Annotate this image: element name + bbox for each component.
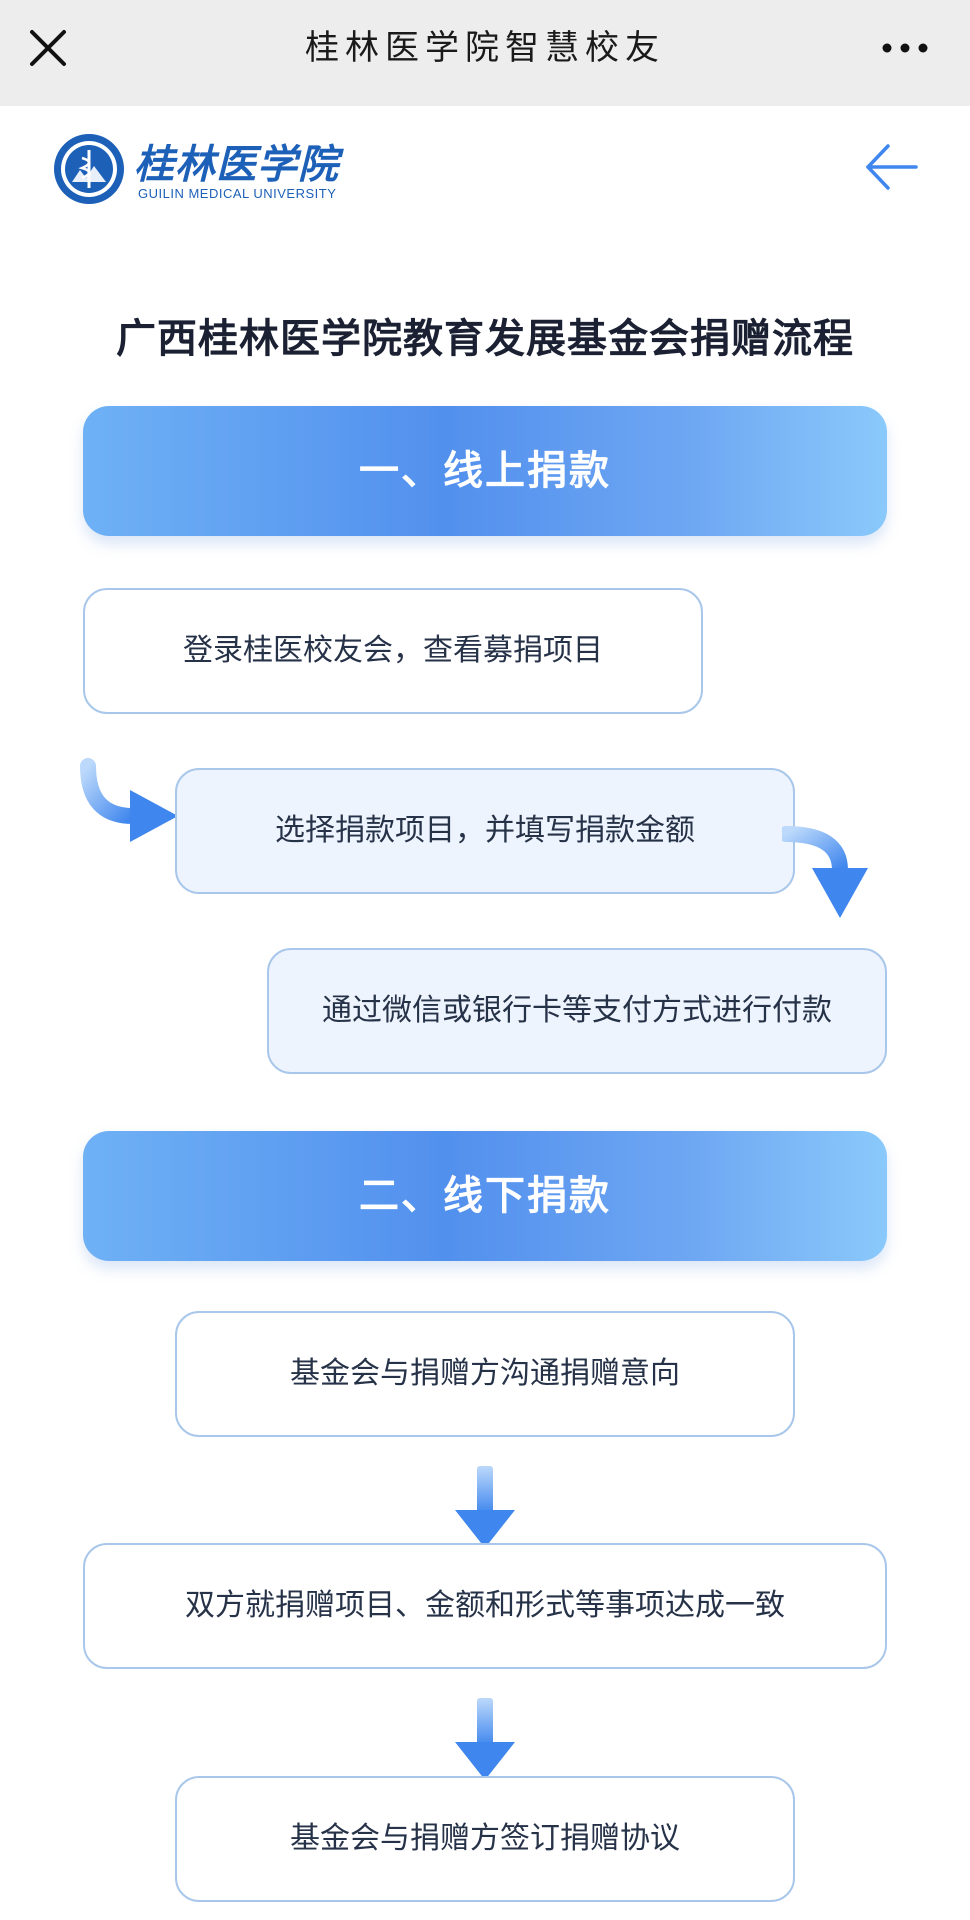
online-step-2: 选择捐款项目，并填写捐款金额: [175, 768, 795, 894]
curved-arrow-right-icon: [80, 758, 178, 842]
window-title: 桂林医学院智慧校友: [305, 28, 665, 68]
close-icon: [30, 30, 66, 66]
more-button[interactable]: [880, 30, 930, 66]
back-button[interactable]: [862, 138, 920, 196]
online-step-1: 登录桂医校友会，查看募捐项目: [83, 588, 703, 714]
logo-chinese-name: 桂林医学院: [134, 141, 339, 188]
curved-arrow-down-icon: [782, 826, 868, 918]
back-arrow-icon: [866, 144, 918, 190]
offline-step-1: 基金会与捐赠方沟通捐赠意向: [175, 1311, 795, 1437]
top-bar: 桂林医学院智慧校友: [0, 0, 970, 106]
university-emblem-icon: [54, 134, 124, 204]
page-title: 广西桂林医学院教育发展基金会捐赠流程: [116, 316, 854, 362]
online-step-3: 通过微信或银行卡等支付方式进行付款: [267, 948, 887, 1074]
more-dots-icon: [882, 43, 928, 53]
offline-step-3: 基金会与捐赠方签订捐赠协议: [175, 1776, 795, 1902]
page-content: 桂林医学院 GUILIN MEDICAL UNIVERSITY 广西桂林医学院教…: [0, 106, 970, 1920]
arrow-down-icon: [455, 1466, 515, 1548]
section-header-offline: 二、线下捐款: [83, 1131, 887, 1261]
arrow-down-icon: [455, 1698, 515, 1780]
offline-step-2: 双方就捐赠项目、金额和形式等事项达成一致: [83, 1543, 887, 1669]
university-logo: 桂林医学院 GUILIN MEDICAL UNIVERSITY: [52, 130, 352, 210]
logo-english-name: GUILIN MEDICAL UNIVERSITY: [138, 186, 337, 201]
close-button[interactable]: [22, 22, 74, 74]
section-header-online: 一、线上捐款: [83, 406, 887, 536]
